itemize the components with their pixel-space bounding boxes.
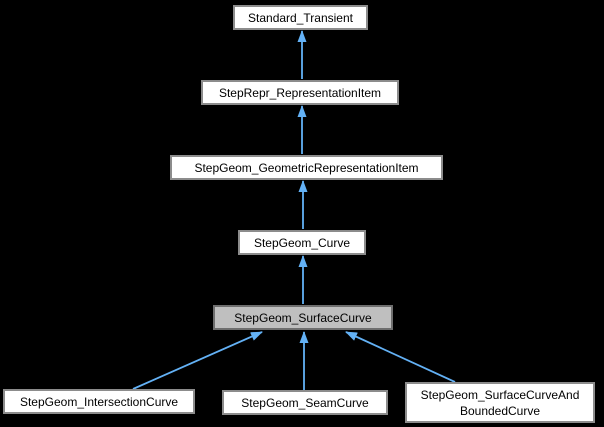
node-stepgeom-surfacecurve-current: StepGeom_SurfaceCurve (213, 305, 393, 330)
node-stepgeom-surfacecurveandboundedcurve[interactable]: StepGeom_SurfaceCurveAnd BoundedCurve (405, 382, 595, 423)
node-label: StepGeom_SurfaceCurve (234, 310, 372, 325)
node-stepgeom-seamcurve[interactable]: StepGeom_SeamCurve (222, 390, 388, 415)
node-label: StepGeom_GeometricRepresentationItem (194, 160, 419, 175)
node-steprepr-representationitem[interactable]: StepRepr_RepresentationItem (201, 80, 399, 105)
node-standard-transient[interactable]: Standard_Transient (233, 5, 368, 30)
node-label: StepRepr_RepresentationItem (218, 85, 382, 100)
node-label: BoundedCurve (459, 403, 541, 418)
node-stepgeom-geometricrepresentationitem[interactable]: StepGeom_GeometricRepresentationItem (170, 155, 443, 180)
inheritance-arrow (132, 331, 263, 390)
node-label: Standard_Transient (248, 10, 353, 25)
node-label: StepGeom_SurfaceCurveAnd (420, 387, 580, 402)
node-label: StepGeom_SeamCurve (241, 395, 369, 410)
node-label: StepGeom_IntersectionCurve (19, 394, 179, 409)
node-stepgeom-curve[interactable]: StepGeom_Curve (238, 230, 366, 255)
node-label: StepGeom_Curve (253, 235, 351, 250)
node-stepgeom-intersectioncurve[interactable]: StepGeom_IntersectionCurve (3, 389, 195, 414)
inheritance-arrow (345, 331, 456, 383)
